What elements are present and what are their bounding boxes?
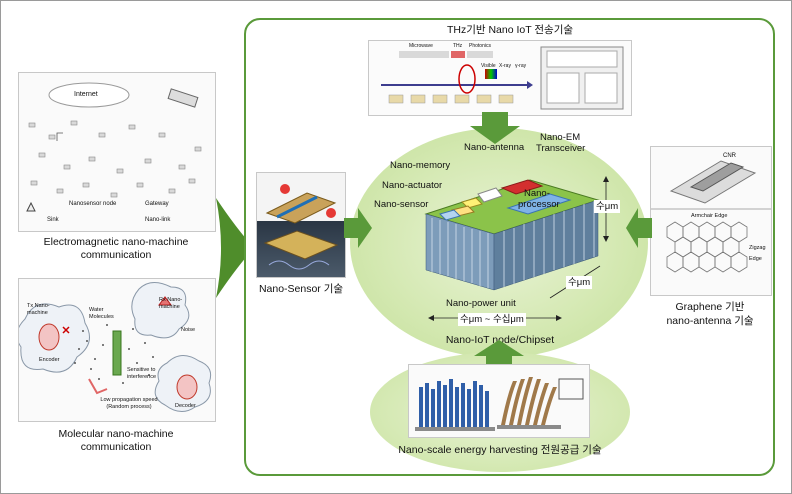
spectrum-microwave: Microwave <box>409 43 433 49</box>
label-nano-processor-2: processor <box>518 199 560 210</box>
node-caption: Nano-IoT node/Chipset <box>445 334 555 346</box>
dimension-arrows <box>428 176 609 321</box>
label-armchair: Armchair Edge <box>691 213 728 219</box>
spectrum-xray: X-ray <box>499 63 511 69</box>
label-nano-antenna: Nano-antenna <box>464 142 525 153</box>
label-nano-actuator: Nano-actuator <box>382 180 443 191</box>
label-decoder: Decoder <box>175 403 196 409</box>
spectrum-image: Microwave THz Photonics Visible X-ray γ-… <box>368 40 632 116</box>
label-nano-processor-1: Nano- <box>524 188 550 199</box>
harvest-image <box>408 364 590 438</box>
spectrum-thz: THz <box>453 43 463 49</box>
arrow-top-down <box>470 112 520 144</box>
label-nano-sensor: Nano-sensor <box>374 199 429 210</box>
dim-width-label: 수μm ~ 수십μm <box>458 313 526 326</box>
arrow-graphene-left <box>626 208 652 248</box>
spectrum-photonics: Photonics <box>469 43 491 49</box>
spectrum-visible: Visible <box>481 63 496 69</box>
arrow-bottom-up <box>474 340 524 364</box>
em-caption-line1: Electromagnetic nano-machine <box>43 236 189 248</box>
nano-sensor-image <box>256 172 346 278</box>
label-cnr: CNR <box>723 153 736 159</box>
em-network-image: Internet Nanosensor node Gateway Sink Na… <box>18 72 216 232</box>
label-nano-power: Nano-power unit <box>446 298 516 309</box>
label-nano-em-2: Transceiver <box>536 143 586 154</box>
label-rx: Rx Nano-machine <box>159 297 183 310</box>
label-tx: Tx Nano-machine <box>27 303 50 316</box>
label-water: Water Molecules <box>89 307 114 320</box>
label-low-prop: Low propagation speed (Random process) <box>100 397 158 410</box>
graphene-caption-1: Graphene 기반 <box>675 301 745 313</box>
mol-caption-line1: Molecular nano-machine <box>58 428 174 440</box>
arrow-sensor-right <box>344 208 372 248</box>
mol-caption-line2: communication <box>80 441 152 453</box>
graphene-caption-2: nano-antenna 기술 <box>666 315 754 327</box>
label-nano-memory: Nano-memory <box>390 160 451 171</box>
label-nanosensor-node: Nanosensor node <box>69 201 117 207</box>
label-noise: Noise <box>181 327 196 333</box>
label-sensitive: Sensitive to interference <box>127 367 157 380</box>
label-sink: Sink <box>47 217 59 223</box>
graphene-image: CNR Armchair Edge Zigzag Edge <box>650 146 772 296</box>
arrow-left-into-box <box>216 198 254 298</box>
dim-vertical-label: 수μm <box>594 200 621 213</box>
dim-depth-label: 수μm <box>566 276 593 289</box>
label-encoder: Encoder <box>39 357 60 363</box>
label-gateway: Gateway <box>145 201 169 207</box>
label-zigzag: Zigzag Edge <box>749 245 766 262</box>
label-nano-link: Nano-link <box>145 217 171 223</box>
nano-sensor-caption: Nano-Sensor 기술 <box>258 283 344 295</box>
label-internet: Internet <box>74 91 98 98</box>
molecular-image: Tx Nano-machine Water Molecules Rx Nano-… <box>18 278 216 422</box>
spectrum-gamma: γ-ray <box>515 63 527 69</box>
chip-illustration <box>424 179 600 291</box>
harvest-caption: Nano-scale energy harvesting 전원공급 기술 <box>398 444 602 456</box>
em-caption-line2: communication <box>80 249 152 261</box>
label-nano-em-1: Nano-EM <box>540 132 581 143</box>
thz-title: THz기반 Nano IoT 전송기술 <box>446 24 574 36</box>
